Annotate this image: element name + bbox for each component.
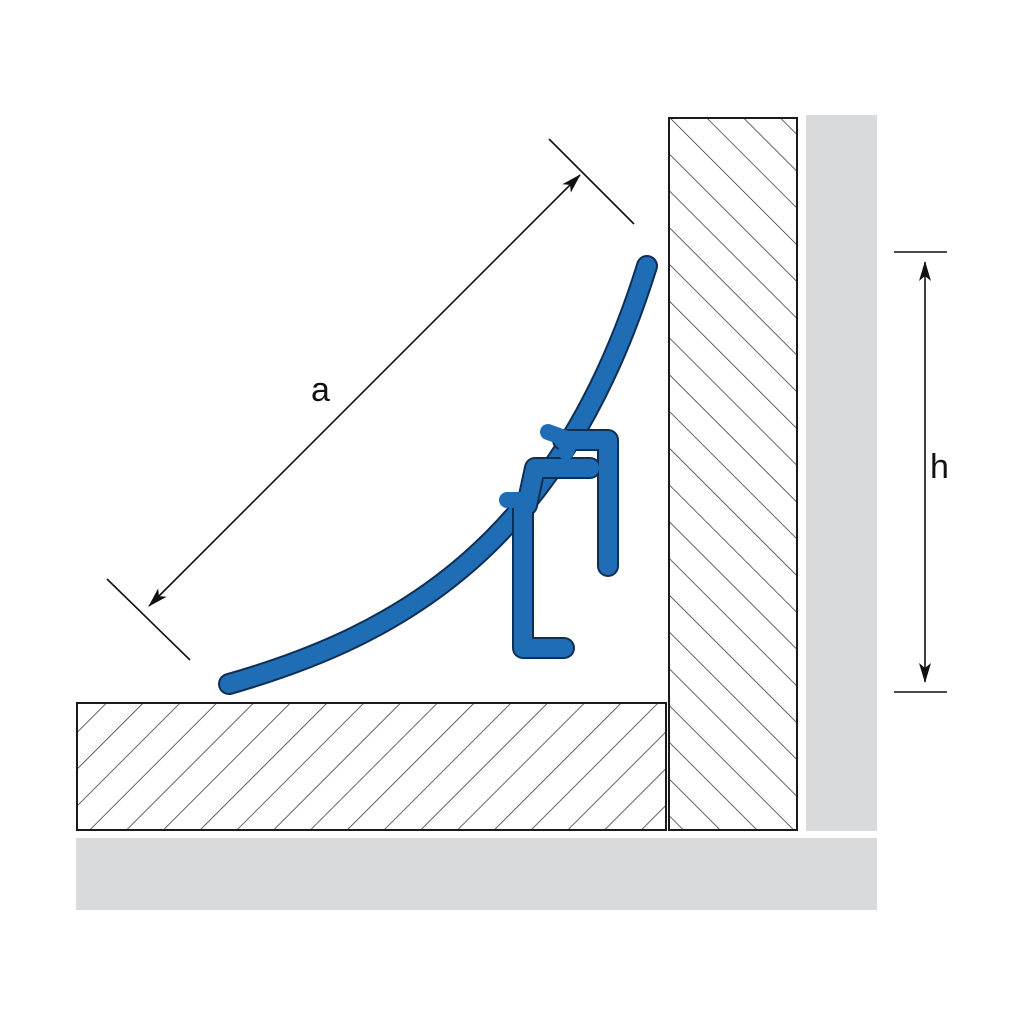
- dimension-a-arrow-line: [148, 174, 581, 607]
- dimension-a: a: [106, 138, 635, 661]
- dimension-h: h: [894, 251, 949, 693]
- wall-backing-slab: [806, 115, 877, 831]
- skirting-profile: [218, 255, 658, 695]
- wall-hatched-section: [668, 117, 798, 831]
- dimension-a-extension-top: [548, 138, 635, 225]
- floor-backing-slab: [76, 838, 877, 910]
- profile-mounting-clip: [514, 431, 617, 657]
- dimension-h-label: h: [930, 448, 949, 486]
- dimension-a-extension-bottom: [106, 578, 191, 661]
- floor-hatched-section: [76, 702, 667, 831]
- dimension-a-label: a: [311, 371, 330, 409]
